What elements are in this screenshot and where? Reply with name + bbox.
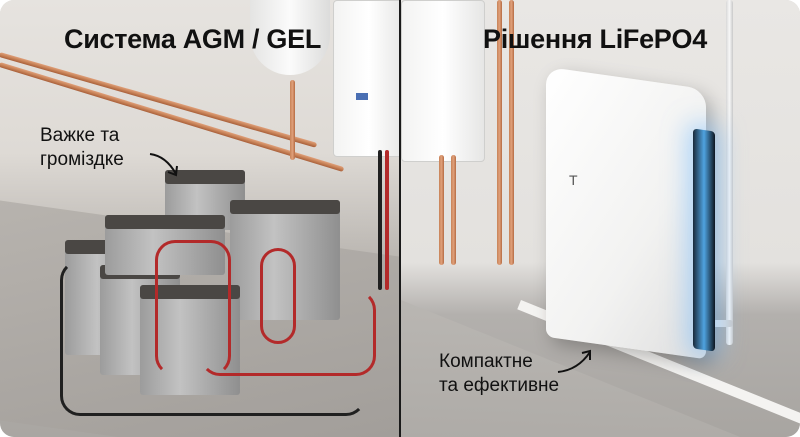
- right-title: Рішення LiFePO4: [483, 24, 707, 54]
- copper-pipe: [439, 155, 444, 265]
- left-annotation-line1: Важке та: [40, 125, 120, 146]
- agm-gel-panel: Система AGM / GEL Важке та громіздке: [0, 0, 399, 437]
- red-cable: [200, 290, 376, 376]
- arrow-icon: [149, 153, 178, 177]
- left-annotation-line2: громіздке: [40, 149, 124, 170]
- boiler-display: [356, 93, 368, 100]
- copper-pipe: [509, 0, 514, 265]
- gas-boiler: [333, 0, 399, 157]
- black-cable: [60, 260, 366, 416]
- cable-conduit: [726, 0, 733, 345]
- copper-pipe: [290, 80, 295, 160]
- right-annotation: Компактне та ефективне: [439, 350, 559, 398]
- cable-conduit: [701, 320, 733, 327]
- red-cable: [260, 248, 296, 344]
- battery-glow-edge: [693, 128, 715, 352]
- arrow-icon: [557, 349, 591, 373]
- lifepo4-panel: T Рішення LiFePO4 Компактне та ефективне: [401, 0, 800, 437]
- battery: [105, 215, 225, 275]
- black-cable: [378, 150, 382, 290]
- left-annotation: Важке та громіздке: [40, 124, 124, 172]
- red-cable: [155, 240, 231, 376]
- brand-logo: T: [569, 172, 578, 188]
- lifepo4-battery: [546, 66, 706, 360]
- right-annotation-line1: Компактне: [439, 351, 533, 372]
- gas-boiler: [401, 0, 485, 162]
- red-cable: [385, 150, 389, 290]
- right-annotation-line2: та ефективне: [439, 375, 560, 396]
- copper-pipe: [451, 155, 456, 265]
- water-heater: [250, 0, 330, 75]
- left-title: Система AGM / GEL: [64, 24, 322, 54]
- panel-divider: [399, 0, 401, 437]
- copper-pipe: [497, 0, 502, 265]
